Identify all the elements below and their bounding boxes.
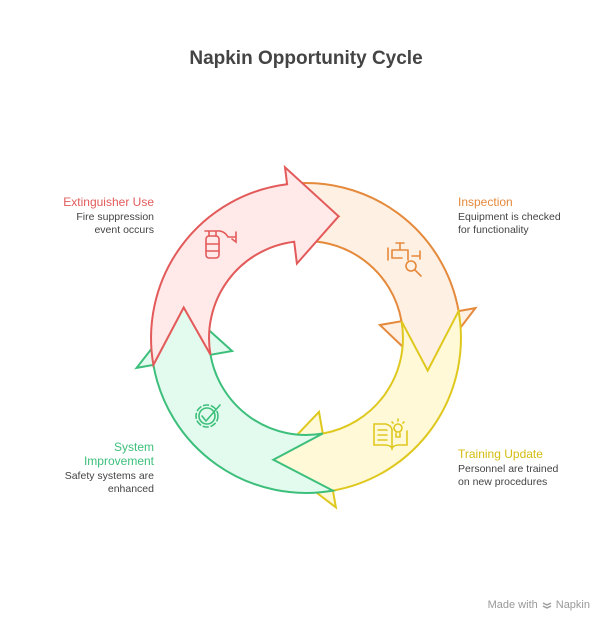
arrow-inspection <box>284 182 478 373</box>
napkin-logo-icon <box>542 602 552 609</box>
book-lightbulb-icon <box>373 418 408 451</box>
step-desc-line: Fire suppression <box>76 211 154 223</box>
step-inspection: Inspection Equipment is checked for func… <box>458 195 561 237</box>
arrow-extinguisher-use <box>150 164 340 368</box>
arrow-system-improvement <box>134 306 336 494</box>
arrow-training-update <box>271 308 462 510</box>
step-training-update: Training Update Personnel are trained on… <box>458 447 558 489</box>
step-desc-line: Safety systems are <box>64 470 154 482</box>
fire-extinguisher-icon <box>204 230 237 259</box>
inspection-pipe-magnifier-icon <box>387 242 422 277</box>
step-title: Training Update <box>458 447 543 461</box>
made-with-napkin-badge[interactable]: Made with Napkin <box>488 599 590 611</box>
step-desc-line: Personnel are trained <box>458 463 559 475</box>
step-extinguisher-use: Extinguisher Use Fire suppression event … <box>63 195 154 237</box>
step-desc-line: for functionality <box>458 224 529 236</box>
step-desc-line: on new procedures <box>458 476 548 488</box>
step-desc-line: enhanced <box>107 483 154 495</box>
step-desc-line: event occurs <box>94 224 154 236</box>
step-title: System <box>113 440 154 454</box>
step-title: Extinguisher Use <box>63 195 154 209</box>
step-desc-line: Equipment is checked <box>458 211 561 223</box>
step-title: Inspection <box>458 195 513 209</box>
step-title-line2: Improvement <box>83 454 154 468</box>
gear-check-icon <box>195 404 221 428</box>
step-system-improvement: System Improvement Safety systems are en… <box>65 440 154 496</box>
footer-brand: Napkin <box>555 599 590 611</box>
footer-prefix: Made with <box>487 599 538 611</box>
diagram-title: Napkin Opportunity Cycle <box>189 48 423 69</box>
